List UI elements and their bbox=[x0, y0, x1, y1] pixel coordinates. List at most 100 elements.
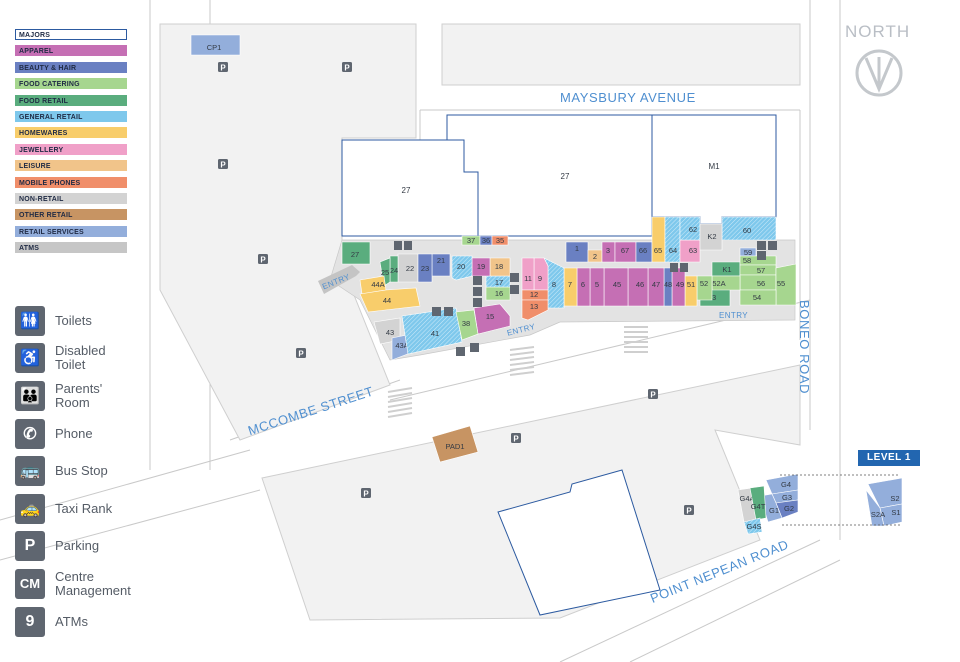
tenancy-shape[interactable] bbox=[749, 485, 767, 521]
tenancy-label: 46 bbox=[636, 280, 644, 289]
tenancy-cp1[interactable]: CP1 bbox=[190, 34, 241, 56]
tenancy-52a[interactable]: 52A bbox=[711, 275, 741, 291]
tenancy-5[interactable]: 5 bbox=[589, 267, 605, 307]
tenancy-24[interactable]: 24 bbox=[389, 255, 399, 283]
tenancy-shape[interactable] bbox=[431, 425, 479, 463]
tenancy-pad1[interactable]: PAD1 bbox=[431, 425, 479, 463]
tenancy-51[interactable]: 51 bbox=[684, 275, 698, 307]
tenancy-44[interactable]: 44 bbox=[359, 287, 421, 313]
phone-marker bbox=[757, 241, 766, 250]
tenancy-6[interactable]: 6 bbox=[576, 267, 591, 307]
tenancy-shape[interactable] bbox=[739, 289, 777, 306]
tenancy-s2a[interactable]: S2A bbox=[865, 489, 885, 527]
tenancy-shape[interactable] bbox=[451, 255, 473, 281]
tenancy-46[interactable]: 46 bbox=[627, 267, 649, 307]
tenancy-22[interactable]: 22 bbox=[397, 253, 419, 283]
tenancy-23[interactable]: 23 bbox=[417, 253, 433, 283]
tenancy-g4s[interactable]: G4S bbox=[743, 517, 763, 535]
tenancy-12[interactable]: 12 bbox=[521, 289, 549, 301]
tenancy-18[interactable]: 18 bbox=[489, 257, 511, 277]
legend-other-retail: OTHER RETAIL bbox=[15, 209, 127, 221]
tenancy-k1[interactable]: K1 bbox=[711, 261, 741, 277]
tenancy-shape[interactable] bbox=[190, 34, 241, 56]
tenancy-63[interactable]: 63 bbox=[679, 239, 701, 263]
tenancy-38[interactable]: 38 bbox=[455, 309, 479, 341]
tenancy-27[interactable]: 27 bbox=[341, 139, 479, 237]
tenancy-60[interactable]: 60 bbox=[721, 216, 777, 241]
road-maysbury-avenue: MAYSBURY AVENUE bbox=[560, 90, 696, 105]
tenancy-shape[interactable] bbox=[664, 216, 681, 263]
tenancy-label: 52 bbox=[700, 279, 708, 288]
tenancy-55[interactable]: 55 bbox=[775, 263, 797, 306]
tenancy-label: 27 bbox=[402, 186, 411, 195]
tenancy-shape[interactable] bbox=[759, 493, 783, 523]
tenancy-label: 37 bbox=[467, 236, 475, 245]
centre-management-icon: CM bbox=[15, 568, 45, 599]
tenancy-67[interactable]: 67 bbox=[614, 241, 637, 263]
tenancy-shape[interactable] bbox=[699, 223, 723, 251]
tenancy-48[interactable]: 48 bbox=[663, 267, 673, 307]
tenancy-27[interactable]: 27 bbox=[446, 114, 653, 237]
tenancy-shape[interactable] bbox=[521, 299, 549, 321]
tenancy-17[interactable]: 17 bbox=[485, 275, 511, 288]
tenancy-47[interactable]: 47 bbox=[647, 267, 665, 307]
tenancy-g1[interactable]: G1 bbox=[759, 493, 783, 523]
tenancy-13[interactable]: 13 bbox=[521, 299, 549, 321]
tenancy-56[interactable]: 56 bbox=[739, 274, 777, 291]
tenancy-54[interactable]: 54 bbox=[739, 289, 777, 306]
tenancy-shape[interactable] bbox=[743, 517, 763, 535]
tenancy-shape[interactable] bbox=[359, 287, 421, 313]
tenancy-label: 41 bbox=[431, 329, 439, 338]
tenancy-label: 49 bbox=[676, 280, 684, 289]
tenancy-52[interactable]: 52 bbox=[696, 275, 713, 301]
facility-parents-room: 👪Parents'Room bbox=[15, 377, 165, 415]
tenancy-36[interactable]: 36 bbox=[479, 235, 493, 246]
tenancy-label: 57 bbox=[757, 266, 765, 275]
bus-stop-marker bbox=[456, 347, 465, 356]
tenancy-65[interactable]: 65 bbox=[651, 216, 666, 263]
legend-general-retail: GENERAL RETAIL bbox=[15, 110, 127, 122]
tenancy-2[interactable]: 2 bbox=[587, 249, 603, 263]
tenancy-shape[interactable] bbox=[341, 241, 371, 265]
tenancy-label: 43A bbox=[395, 341, 408, 350]
tenancy-62[interactable]: 62 bbox=[679, 216, 701, 241]
tenancy-16[interactable]: 16 bbox=[485, 286, 511, 301]
tenancy-label: 45 bbox=[613, 280, 621, 289]
tenancy-shape[interactable] bbox=[651, 216, 666, 263]
tenancy-66[interactable]: 66 bbox=[635, 241, 653, 263]
tenancy-label: 48 bbox=[664, 280, 672, 289]
tenancy-64[interactable]: 64 bbox=[664, 216, 681, 263]
tenancy-19[interactable]: 19 bbox=[471, 257, 491, 277]
tenancy-shape[interactable] bbox=[417, 253, 433, 283]
tenancy-9[interactable]: 9 bbox=[533, 257, 549, 291]
tenancy-57[interactable]: 57 bbox=[739, 264, 777, 276]
tenancy-45[interactable]: 45 bbox=[603, 267, 629, 307]
tenancy-label: G4S bbox=[746, 522, 761, 531]
tenancy-g4t[interactable]: G4T bbox=[749, 485, 767, 521]
tenancy-k2[interactable]: K2 bbox=[699, 223, 723, 251]
tenancy-label: 62 bbox=[689, 225, 697, 234]
tenancy-27[interactable]: 27 bbox=[341, 241, 371, 265]
tenancy-shape[interactable] bbox=[865, 489, 885, 527]
tenancy-label: G4A bbox=[739, 494, 754, 503]
tenancy-49[interactable]: 49 bbox=[671, 267, 686, 307]
road-boneo-road: BONEO ROAD bbox=[797, 300, 812, 395]
parking-letter: P bbox=[220, 64, 226, 73]
tenancy-11[interactable]: 11 bbox=[521, 257, 535, 291]
tenancy-7[interactable]: 7 bbox=[563, 267, 578, 307]
tenancy-label: 1 bbox=[575, 244, 579, 253]
tenancy-3[interactable]: 3 bbox=[601, 241, 616, 263]
tenancy-shape[interactable] bbox=[446, 114, 653, 237]
tenancy-label: 12 bbox=[530, 290, 538, 299]
tenancy-20[interactable]: 20 bbox=[451, 255, 473, 281]
tenancy-label: G2 bbox=[784, 504, 794, 513]
level-1-badge: LEVEL 1 bbox=[858, 450, 920, 466]
tenancy-35[interactable]: 35 bbox=[491, 235, 509, 246]
atm-marker bbox=[680, 263, 688, 272]
tenancy-1[interactable]: 1 bbox=[565, 241, 589, 263]
tenancy-21[interactable]: 21 bbox=[431, 253, 451, 277]
tenancy-shape[interactable] bbox=[491, 235, 509, 246]
tenancy-shape[interactable] bbox=[455, 309, 479, 341]
tenancy-37[interactable]: 37 bbox=[461, 235, 481, 246]
tenancy-m1[interactable]: M1 bbox=[651, 114, 777, 225]
